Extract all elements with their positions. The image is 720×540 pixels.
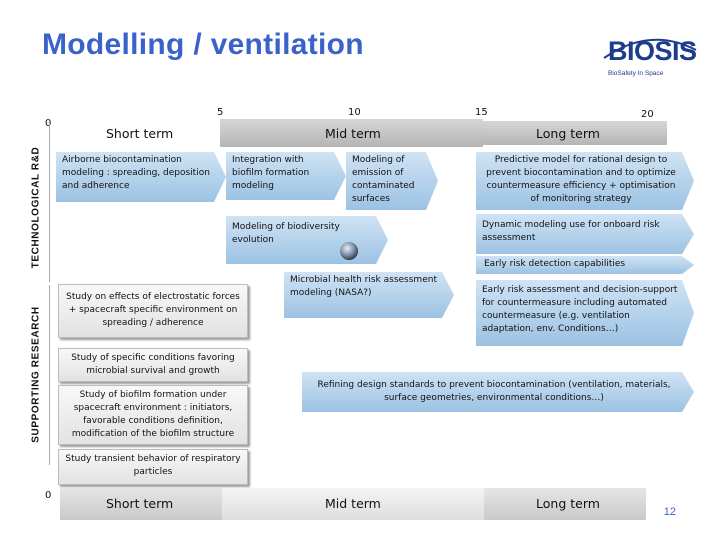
- emission-modeling-box: Modeling of emission of contaminated sur…: [346, 152, 438, 210]
- long-term-bar-top: [483, 121, 667, 145]
- page-number: 12: [663, 506, 676, 518]
- long-term-label-bottom: Long term: [536, 496, 600, 511]
- early-detection-text: Early risk detection capabilities: [484, 259, 626, 269]
- page-title: Modelling / ventilation: [42, 28, 364, 61]
- top-tick-0: 0: [45, 118, 52, 129]
- biofilm-study-box: Study of biofilm formation under spacecr…: [58, 385, 248, 445]
- biodiversity-evolution-box: Modeling of biodiversity evolution: [226, 216, 388, 264]
- long-term-bar-bottom: [484, 488, 646, 520]
- emission-modeling-text: Modeling of emission of contaminated sur…: [352, 155, 415, 204]
- mid-term-bar-top: [220, 119, 483, 147]
- refining-standards-text: Refining design standards to prevent bio…: [317, 380, 671, 403]
- predictive-model-box: Predictive model for rational design to …: [476, 152, 694, 210]
- predictive-model-text: Predictive model for rational design to …: [486, 155, 676, 204]
- early-detection-box: Early risk detection capabilities: [476, 256, 694, 274]
- airborne-biocontamination-text: Airborne biocontamination modeling : spr…: [62, 155, 210, 191]
- top-tick-20: 20: [641, 109, 654, 120]
- short-term-label-bottom: Short term: [106, 496, 174, 511]
- tech-section-frame: [23, 122, 50, 282]
- refining-standards-box: Refining design standards to prevent bio…: [302, 372, 694, 412]
- biofilm-integration-box: Integration with biofilm formation model…: [226, 152, 346, 200]
- earth-globe-icon: [340, 242, 358, 260]
- short-term-label-top: Short term: [106, 126, 174, 141]
- decision-support-box: Early risk assessment and decision-suppo…: [476, 280, 694, 346]
- microbial-risk-text: Microbial health risk assessment modelin…: [290, 275, 437, 298]
- dynamic-modeling-box: Dynamic modeling use for onboard risk as…: [476, 214, 694, 254]
- electrostatic-study-text: Study on effects of electrostatic forces…: [66, 292, 240, 328]
- mid-term-label-top: Mid term: [325, 126, 381, 141]
- specific-conditions-box: Study of specific conditions favoring mi…: [58, 348, 248, 382]
- support-section-label: SUPPORTING RESEARCH: [30, 306, 42, 443]
- airborne-biocontamination-box: Airborne biocontamination modeling : spr…: [56, 152, 226, 202]
- tech-section-label: TECHNOLOGICAL R&D: [30, 146, 42, 269]
- dynamic-modeling-text: Dynamic modeling use for onboard risk as…: [482, 220, 660, 243]
- biodiversity-evolution-text: Modeling of biodiversity evolution: [232, 222, 340, 245]
- electrostatic-study-box: Study on effects of electrostatic forces…: [58, 284, 248, 338]
- microbial-risk-box: Microbial health risk assessment modelin…: [284, 272, 454, 318]
- logo-tagline: BioSafety In Space: [608, 70, 664, 77]
- decision-support-text: Early risk assessment and decision-suppo…: [482, 285, 678, 334]
- specific-conditions-text: Study of specific conditions favoring mi…: [71, 353, 235, 376]
- long-term-label-top: Long term: [536, 126, 600, 141]
- top-tick-10: 10: [348, 107, 361, 118]
- short-term-bar-bottom: [60, 488, 222, 520]
- transient-behavior-box: Study transient behavior of respiratory …: [58, 449, 248, 485]
- support-section-frame: [23, 285, 50, 465]
- mid-term-bar-bottom: [222, 488, 484, 520]
- top-tick-15: 15: [475, 107, 488, 118]
- globe-arc-icon: [603, 38, 697, 59]
- short-term-segment-top: [60, 119, 220, 147]
- bottom-tick-0: 0: [45, 490, 52, 501]
- transient-behavior-text: Study transient behavior of respiratory …: [65, 454, 241, 477]
- biosis-logo: BIOSIS BioSafety In Space: [600, 36, 700, 84]
- mid-term-label-bottom: Mid term: [325, 496, 381, 511]
- top-tick-5: 5: [217, 107, 224, 118]
- biofilm-integration-text: Integration with biofilm formation model…: [232, 155, 310, 191]
- logo-text: BIOSIS: [608, 36, 697, 66]
- biofilm-study-text: Study of biofilm formation under spacecr…: [71, 390, 235, 439]
